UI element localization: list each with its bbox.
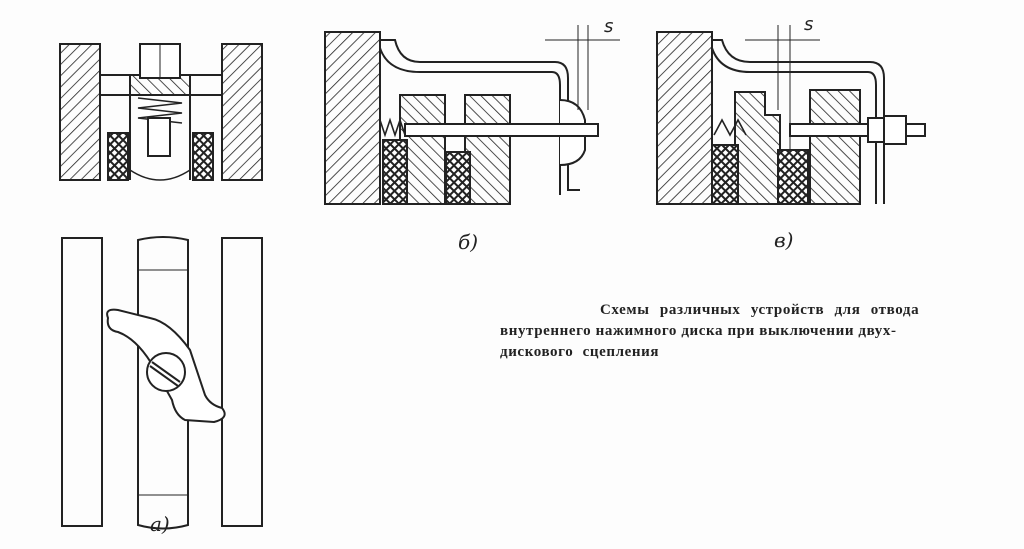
figure-v-label: в) <box>774 228 794 252</box>
figure-b-label: б) <box>458 230 479 254</box>
figure-caption: Схемы различных устройств для отвода вну… <box>500 300 1010 363</box>
figure-a-section <box>59 43 263 181</box>
clearance-label-b: s <box>604 16 614 37</box>
figure-a-label: а) <box>150 512 170 536</box>
figure-v-section <box>656 25 926 205</box>
caption-line-1: Схемы различных устройств для отвода <box>600 302 920 318</box>
figure-a-lever-view <box>61 236 263 530</box>
caption-line-3: дискового сцепления <box>500 344 660 360</box>
figure-b-section <box>324 25 620 205</box>
clearance-label-v: s <box>804 14 814 35</box>
caption-line-2: внутреннего нажимного диска при выключен… <box>500 323 897 339</box>
